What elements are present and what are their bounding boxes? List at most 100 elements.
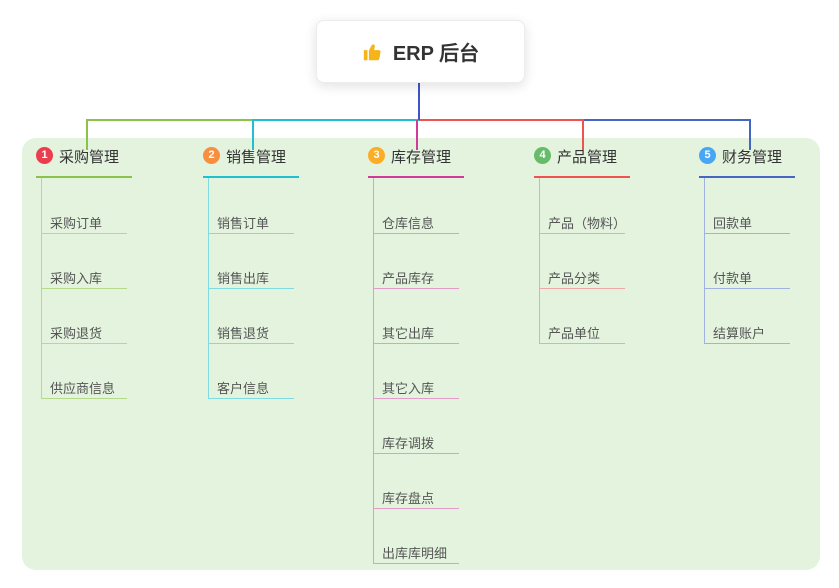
child-node[interactable]: 其它入库: [373, 378, 459, 433]
child-node[interactable]: 其它出库: [373, 323, 459, 378]
branch-5-number-badge: 5: [699, 147, 716, 164]
child-label: 仓库信息: [382, 216, 435, 231]
branch-3-number-badge: 3: [368, 147, 385, 164]
branch-5-header[interactable]: 5 财务管理: [699, 146, 795, 178]
child-label: 结算账户: [713, 326, 766, 341]
child-connector-line: [373, 343, 459, 344]
child-node[interactable]: 销售订单: [208, 213, 294, 268]
branch-4-trunk-line: [539, 178, 540, 343]
child-node[interactable]: 采购退货: [41, 323, 127, 378]
root-label: ERP 后台: [392, 43, 480, 65]
child-connector-line: [41, 233, 127, 234]
branch-5-trunk-line: [704, 178, 705, 343]
child-connector-line: [41, 343, 127, 344]
child-label: 产品库存: [382, 271, 435, 286]
branch-2-underline: [203, 176, 299, 178]
child-connector-line: [539, 288, 625, 289]
child-connector-line: [539, 233, 625, 234]
branch-3-children: 仓库信息 产品库存 其它出库 其它入库 库存调拨 库存盘点: [373, 213, 459, 588]
child-node[interactable]: 销售出库: [208, 268, 294, 323]
child-node[interactable]: 库存盘点: [373, 488, 459, 543]
branch-4-header[interactable]: 4 产品管理: [534, 146, 630, 178]
child-label: 产品（物料）: [548, 216, 627, 231]
child-label: 付款单: [713, 271, 753, 286]
child-label: 采购入库: [50, 271, 103, 286]
branch-5-label: 财务管理: [722, 149, 783, 166]
child-node[interactable]: 采购订单: [41, 213, 127, 268]
branch-node-1: 1 采购管理 采购订单 采购入库 采购退货 供应商信息: [36, 146, 132, 399]
branch-3-underline: [368, 176, 464, 178]
child-connector-line: [373, 508, 459, 509]
child-node[interactable]: 结算账户: [704, 323, 790, 378]
child-node[interactable]: 出库库明细: [373, 543, 459, 588]
child-connector-line: [41, 288, 127, 289]
branch-4-children: 产品（物料） 产品分类 产品单位: [539, 213, 627, 378]
child-connector-line: [704, 233, 790, 234]
child-node[interactable]: 产品分类: [539, 268, 625, 323]
child-node[interactable]: 采购入库: [41, 268, 127, 323]
child-node[interactable]: 产品单位: [539, 323, 625, 378]
child-connector-line: [704, 288, 790, 289]
child-connector-line: [373, 233, 459, 234]
child-connector-line: [208, 288, 294, 289]
child-label: 产品单位: [548, 326, 601, 341]
child-node[interactable]: 产品库存: [373, 268, 459, 323]
branch-1-underline: [36, 176, 132, 178]
child-node[interactable]: 回款单: [704, 213, 790, 268]
branch-2-number-badge: 2: [203, 147, 220, 164]
child-node[interactable]: 客户信息: [208, 378, 294, 433]
child-connector-line: [373, 288, 459, 289]
branch-3-label: 库存管理: [391, 149, 452, 166]
branch-2-header[interactable]: 2 销售管理: [203, 146, 299, 178]
child-connector-line: [373, 563, 459, 564]
branch-1-number-badge: 1: [36, 147, 53, 164]
root-node[interactable]: ERP 后台: [316, 20, 525, 83]
child-node[interactable]: 产品（物料）: [539, 213, 627, 268]
branch-3-header[interactable]: 3 库存管理: [368, 146, 464, 178]
branch-1-label: 采购管理: [59, 149, 120, 166]
child-connector-line: [704, 343, 790, 344]
child-label: 产品分类: [548, 271, 601, 286]
child-label: 销售退货: [217, 326, 270, 341]
child-node[interactable]: 销售退货: [208, 323, 294, 378]
branch-5-children: 回款单 付款单 结算账户: [704, 213, 790, 378]
child-label: 库存调拨: [382, 436, 435, 451]
child-connector-line: [208, 233, 294, 234]
child-connector-line: [373, 398, 459, 399]
branch-4-label: 产品管理: [557, 149, 618, 166]
branch-2-children: 销售订单 销售出库 销售退货 客户信息: [208, 213, 294, 433]
branch-1-children: 采购订单 采购入库 采购退货 供应商信息: [41, 213, 127, 433]
branch-4-number-badge: 4: [534, 147, 551, 164]
branch-1-header[interactable]: 1 采购管理: [36, 146, 132, 178]
child-label: 销售出库: [217, 271, 270, 286]
branch-3-trunk-line: [373, 178, 374, 563]
child-connector-line: [539, 343, 625, 344]
child-connector-line: [41, 398, 127, 399]
branch-node-3: 3 库存管理 仓库信息 产品库存 其它出库 其它入库 库存调拨: [368, 146, 464, 564]
child-node[interactable]: 仓库信息: [373, 213, 459, 268]
child-label: 库存盘点: [382, 491, 435, 506]
branch-2-label: 销售管理: [226, 149, 287, 166]
child-label: 销售订单: [217, 216, 270, 231]
thumbs-up-icon: [362, 41, 384, 63]
child-node[interactable]: 付款单: [704, 268, 790, 323]
branch-node-4: 4 产品管理 产品（物料） 产品分类 产品单位: [534, 146, 630, 344]
child-label: 采购订单: [50, 216, 103, 231]
child-label: 出库库明细: [382, 546, 448, 561]
branches-background-panel: [22, 138, 820, 570]
branch-4-underline: [534, 176, 630, 178]
child-label: 其它入库: [382, 381, 435, 396]
branch-5-underline: [699, 176, 795, 178]
branch-node-5: 5 财务管理 回款单 付款单 结算账户: [699, 146, 795, 344]
child-node[interactable]: 供应商信息: [41, 378, 127, 433]
branch-node-2: 2 销售管理 销售订单 销售出库 销售退货 客户信息: [203, 146, 299, 399]
child-label: 客户信息: [217, 381, 270, 396]
child-connector-line: [373, 453, 459, 454]
child-node[interactable]: 库存调拨: [373, 433, 459, 488]
child-label: 回款单: [713, 216, 753, 231]
child-label: 其它出库: [382, 326, 435, 341]
child-label: 采购退货: [50, 326, 103, 341]
child-label: 供应商信息: [50, 381, 116, 396]
child-connector-line: [208, 343, 294, 344]
